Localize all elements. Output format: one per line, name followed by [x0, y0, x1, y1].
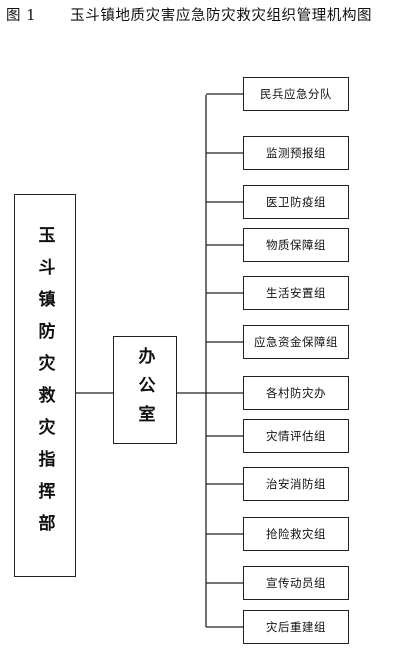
title-text: 玉斗镇地质灾害应急防灾救灾组织管理机构图 — [70, 8, 373, 24]
group-label: 治安消防组 — [266, 477, 326, 491]
group-label: 抢险救灾组 — [266, 527, 326, 541]
group-box: 宣传动员组 — [243, 566, 349, 600]
command-label: 玉斗镇防灾救灾指挥部 — [34, 225, 55, 546]
office-label: 办公室 — [134, 346, 155, 434]
group-box: 民兵应急分队 — [243, 77, 349, 111]
group-box: 灾情评估组 — [243, 419, 349, 453]
group-label: 物质保障组 — [266, 238, 326, 252]
group-box: 生活安置组 — [243, 276, 349, 310]
group-box: 各村防灾办 — [243, 376, 349, 410]
group-box: 治安消防组 — [243, 467, 349, 501]
group-label: 生活安置组 — [266, 286, 326, 300]
group-label: 宣传动员组 — [266, 576, 326, 590]
group-box: 物质保障组 — [243, 228, 349, 262]
group-label: 医卫防疫组 — [266, 195, 326, 209]
office-box: 办公室 — [113, 336, 177, 444]
group-box: 灾后重建组 — [243, 610, 349, 644]
group-label: 监测预报组 — [266, 146, 326, 160]
group-label: 灾后重建组 — [266, 620, 326, 634]
diagram-title: 图 1 玉斗镇地质灾害应急防灾救灾组织管理机构图 — [6, 4, 372, 25]
group-label: 灾情评估组 — [266, 429, 326, 443]
group-label: 各村防灾办 — [266, 386, 326, 400]
group-label: 应急资金保障组 — [254, 335, 338, 349]
group-box: 抢险救灾组 — [243, 517, 349, 551]
group-label: 民兵应急分队 — [260, 87, 332, 101]
figure-number: 图 1 — [6, 8, 37, 24]
command-box: 玉斗镇防灾救灾指挥部 — [14, 194, 76, 577]
group-box: 应急资金保障组 — [243, 325, 349, 359]
group-box: 医卫防疫组 — [243, 185, 349, 219]
group-box: 监测预报组 — [243, 136, 349, 170]
